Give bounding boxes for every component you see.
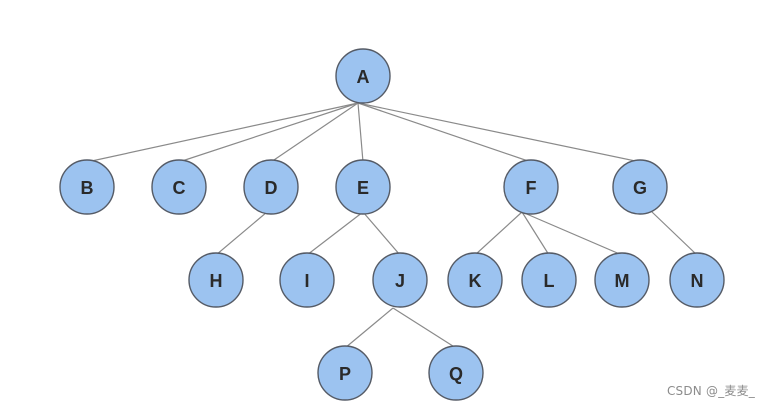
edge-A-C (178, 102, 359, 163)
node-I: I (279, 252, 335, 308)
edge-E-I (306, 211, 364, 256)
node-A: A (335, 48, 391, 104)
edge-J-P (344, 307, 394, 349)
node-F: F (503, 159, 559, 215)
node-circle-E (335, 159, 391, 215)
node-circle-D (243, 159, 299, 215)
node-circle-A (335, 48, 391, 104)
node-label-Q: Q (449, 364, 463, 384)
edge-G-N (651, 211, 698, 256)
edge-F-L (521, 211, 550, 256)
node-P: P (317, 345, 373, 401)
node-label-B: B (81, 178, 94, 198)
node-circle-B (59, 159, 115, 215)
edge-D-H (215, 211, 268, 256)
node-C: C (151, 159, 207, 215)
node-label-P: P (339, 364, 351, 384)
edge-A-G (357, 102, 641, 163)
node-label-N: N (691, 271, 704, 291)
node-label-M: M (615, 271, 630, 291)
node-circle-L (521, 252, 577, 308)
node-label-F: F (526, 178, 537, 198)
edge-A-F (357, 102, 532, 163)
node-label-D: D (265, 178, 278, 198)
node-H: H (188, 252, 244, 308)
nodes-layer: A B C D E F G H I J K L M N P Q (59, 48, 725, 401)
node-K: K (447, 252, 503, 308)
node-label-G: G (633, 178, 647, 198)
node-label-C: C (173, 178, 186, 198)
node-circle-C (151, 159, 207, 215)
node-D: D (243, 159, 299, 215)
node-circle-J (372, 252, 428, 308)
node-circle-N (669, 252, 725, 308)
node-L: L (521, 252, 577, 308)
node-label-I: I (304, 271, 309, 291)
node-circle-F (503, 159, 559, 215)
node-J: J (372, 252, 428, 308)
node-E: E (335, 159, 391, 215)
node-G: G (612, 159, 668, 215)
node-B: B (59, 159, 115, 215)
edge-E-J (362, 211, 401, 256)
node-Q: Q (428, 345, 484, 401)
node-N: N (669, 252, 725, 308)
node-label-A: A (357, 67, 370, 87)
node-label-J: J (395, 271, 405, 291)
node-circle-P (317, 345, 373, 401)
edges-layer (86, 102, 698, 349)
edge-A-B (86, 102, 359, 163)
edge-A-E (357, 102, 364, 163)
edge-J-Q (392, 307, 457, 349)
node-circle-I (279, 252, 335, 308)
node-circle-M (594, 252, 650, 308)
node-M: M (594, 252, 650, 308)
edge-F-K (474, 211, 523, 256)
node-label-E: E (357, 178, 369, 198)
csdn-watermark: CSDN @_麦麦_ (666, 384, 755, 398)
edge-A-D (270, 102, 359, 163)
node-label-H: H (210, 271, 223, 291)
node-circle-H (188, 252, 244, 308)
node-label-K: K (469, 271, 482, 291)
node-circle-Q (428, 345, 484, 401)
node-circle-K (447, 252, 503, 308)
node-label-L: L (544, 271, 555, 291)
node-circle-G (612, 159, 668, 215)
edge-F-M (521, 211, 623, 256)
